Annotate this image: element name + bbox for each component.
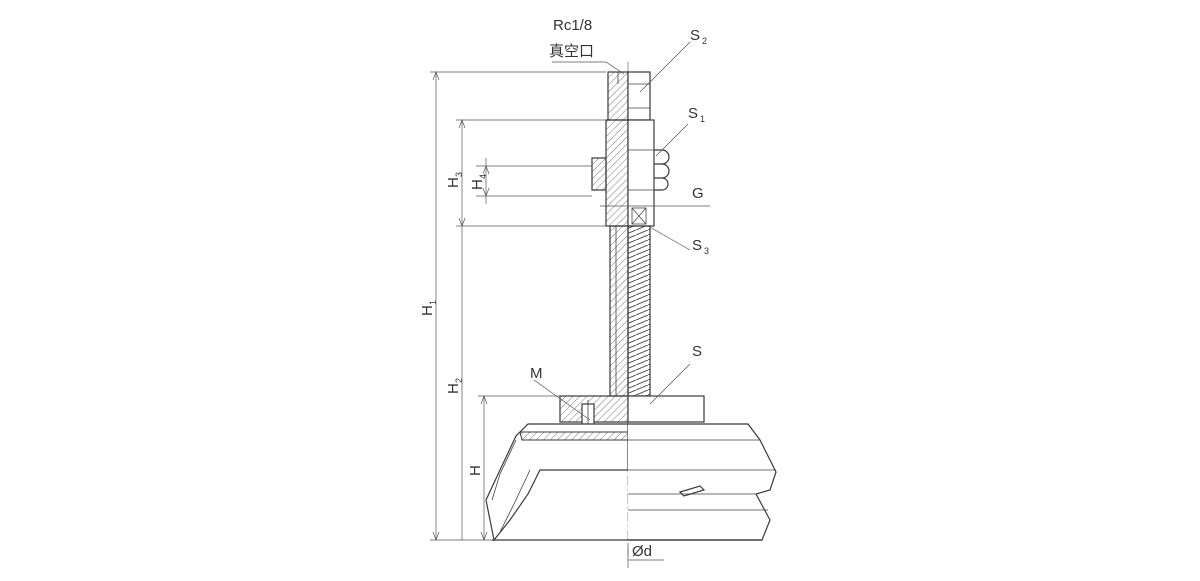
label-s: S <box>692 343 702 360</box>
label-s3: S <box>692 237 702 254</box>
label-h: H <box>467 465 484 476</box>
label-h1: H <box>419 305 436 316</box>
label-s3-sub: 3 <box>704 246 709 256</box>
label-s1: S <box>688 105 698 122</box>
label-diameter: Ød <box>632 543 652 560</box>
label-h3-sub: 3 <box>454 172 464 177</box>
vacuum-port-label: 真空口 <box>549 42 594 60</box>
label-s2: S <box>690 27 700 44</box>
top-fitting-s2 <box>607 71 651 121</box>
label-h4: H <box>469 179 486 190</box>
label-s2-sub: 2 <box>702 36 707 46</box>
leader-lines <box>533 41 710 421</box>
dimension-lines <box>430 71 664 568</box>
text-labels: Rc1/8 真空口 S 2 S 1 G S 3 S M H 1 H 2 H 3 … <box>419 17 709 560</box>
label-m: M <box>530 365 543 382</box>
threaded-stem <box>609 225 651 397</box>
port-thread-label: Rc1/8 <box>553 17 592 34</box>
label-h4-sub: 4 <box>478 174 488 179</box>
label-h1-sub: 1 <box>428 300 438 305</box>
label-s1-sub: 1 <box>700 114 705 124</box>
pad-holder-block <box>559 395 705 450</box>
shaft-upper-body <box>591 119 670 227</box>
bellows-suction-pad <box>485 423 777 542</box>
label-h3: H <box>445 177 462 188</box>
label-g: G <box>692 185 704 202</box>
label-h2-sub: 2 <box>454 378 464 383</box>
label-h2: H <box>445 383 462 394</box>
